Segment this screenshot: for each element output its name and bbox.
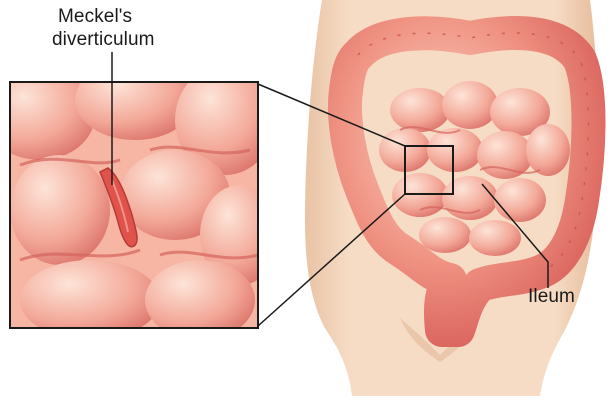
label-diverticulum: diverticulum — [52, 29, 155, 50]
magnified-inset — [0, 60, 280, 340]
label-meckels: Meckel's — [58, 6, 132, 27]
label-ileum: Ileum — [528, 286, 575, 307]
